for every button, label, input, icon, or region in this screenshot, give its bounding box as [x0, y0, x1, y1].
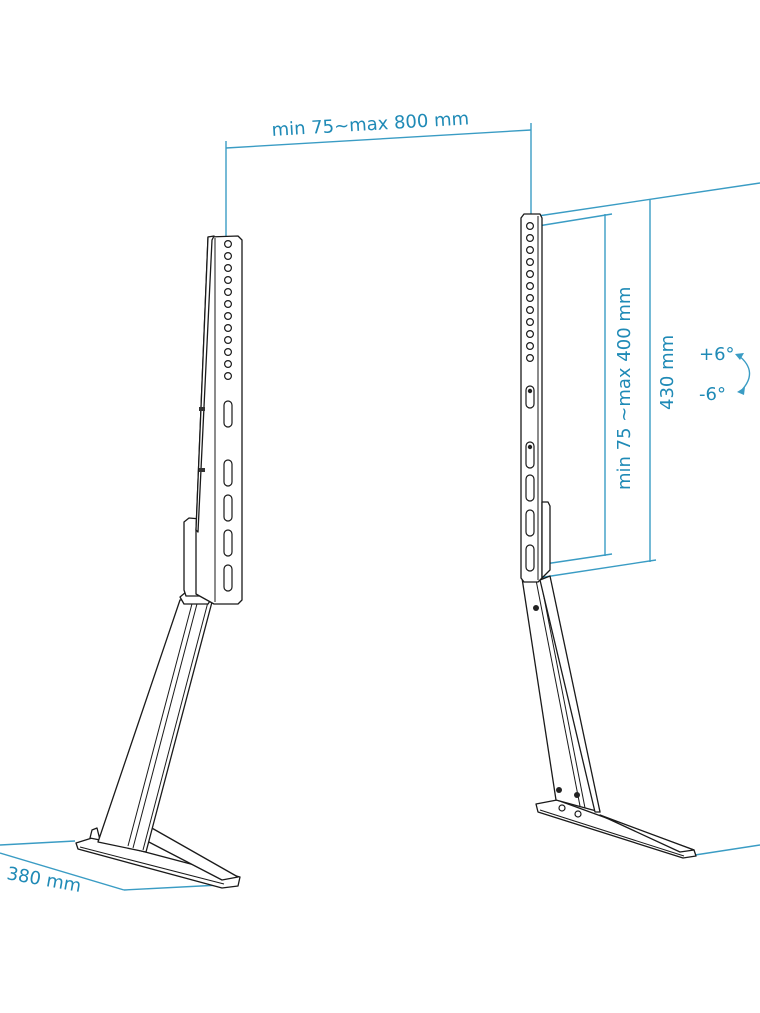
left-bracket-holes: [224, 240, 233, 381]
tilt-arrow-icon: [737, 354, 751, 393]
right-leg: [520, 213, 697, 859]
tilt-down-label: -6°: [699, 384, 726, 405]
height-label: 430 mm: [657, 335, 678, 410]
right-bracket-holes: [525, 222, 534, 363]
left-bracket-slots: [223, 400, 233, 592]
left-diagonal-post: [97, 591, 213, 853]
base-depth-label: 380 mm: [5, 863, 83, 897]
horizontal-range-label: min 75~max 800 mm: [271, 108, 470, 141]
tilt-up-label: +6°: [699, 344, 735, 365]
left-leg: [75, 235, 243, 889]
vertical-range-label: min 75 ~max 400 mm: [614, 287, 635, 490]
left-vertical-bracket: [195, 235, 243, 605]
dimension-horizontal-range: min 75~max 800 mm: [225, 108, 532, 236]
right-diagonal-post: [521, 575, 601, 813]
right-bracket-slots: [525, 385, 535, 572]
right-foot-base: [535, 799, 697, 859]
right-vertical-bracket: [520, 213, 551, 583]
left-foot-base: [75, 826, 241, 889]
tilt-indicator: +6° -6°: [699, 344, 751, 405]
dimension-vertical-range: min 75 ~max 400 mm: [537, 213, 635, 566]
dimension-height: 430 mm: [537, 182, 760, 579]
